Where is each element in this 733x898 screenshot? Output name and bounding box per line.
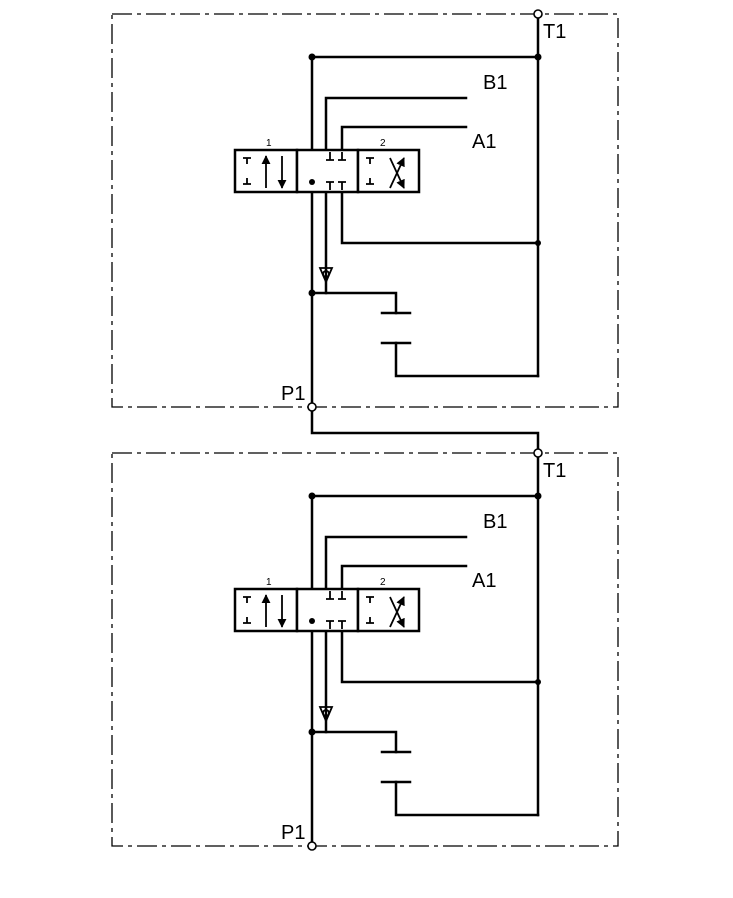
tank-port-label: T1 [543, 460, 566, 482]
junction-dot [535, 240, 541, 246]
cross-flow-icon [366, 157, 405, 189]
valve-return-line [340, 619, 540, 684]
valve-position-2-label: 2 [380, 577, 386, 588]
junction-dot [309, 618, 315, 624]
check-valve-ball-icon [322, 270, 330, 278]
junction-dot [308, 53, 316, 61]
valve-position-2-label: 2 [380, 138, 386, 149]
relief-inlet-line [310, 291, 398, 315]
parallel-flow-icon [243, 155, 287, 189]
center-block-icon [326, 152, 346, 190]
tank-port-label: T1 [543, 21, 566, 43]
junction-dot [534, 492, 542, 500]
relief-outlet-line [394, 780, 540, 817]
junction-dot [535, 679, 541, 685]
check-valve-ball-icon [322, 709, 330, 717]
valve-return-line [340, 180, 540, 245]
a1-line [340, 564, 468, 591]
b-port-label: B1 [483, 72, 507, 94]
tank-port-icon [533, 9, 543, 19]
pressure-port-label: P1 [281, 822, 305, 844]
junction-dot [309, 179, 315, 185]
valve-section-center [295, 148, 360, 194]
relief-inlet-line [310, 730, 398, 754]
pressure-port-label: P1 [281, 383, 305, 405]
parallel-flow-icon [243, 594, 287, 628]
valve-section-2 [356, 148, 421, 194]
a1-line [340, 125, 468, 152]
valve-position-1-label: 1 [266, 138, 272, 149]
valve-unit-2: 1 2 T1 B1 A1 P1 [111, 448, 619, 851]
tank-port-icon [533, 448, 543, 458]
inter-unit-connection-line [310, 405, 540, 455]
center-block-icon [326, 591, 346, 629]
junction-dot [308, 492, 316, 500]
a-port-label: A1 [472, 131, 496, 153]
valve-section-center [295, 587, 360, 633]
directional-valve: 1 2 [233, 138, 421, 194]
junction-dot [308, 728, 316, 736]
cross-flow-icon [366, 596, 405, 628]
relief-outlet-line [394, 341, 540, 378]
a-port-label: A1 [472, 570, 496, 592]
junction-dot [308, 289, 316, 297]
unit-boundary-frame [111, 452, 619, 847]
directional-valve: 1 2 [233, 577, 421, 633]
unit-boundary-frame [111, 13, 619, 408]
b-port-label: B1 [483, 511, 507, 533]
valve-position-1-label: 1 [266, 577, 272, 588]
junction-dot [534, 53, 542, 61]
pressure-port-icon [307, 841, 317, 851]
pressure-port-icon [307, 402, 317, 412]
valve-section-2 [356, 587, 421, 633]
valve-unit-1: 1 2 T1 B1 A1 P1 [111, 9, 619, 412]
